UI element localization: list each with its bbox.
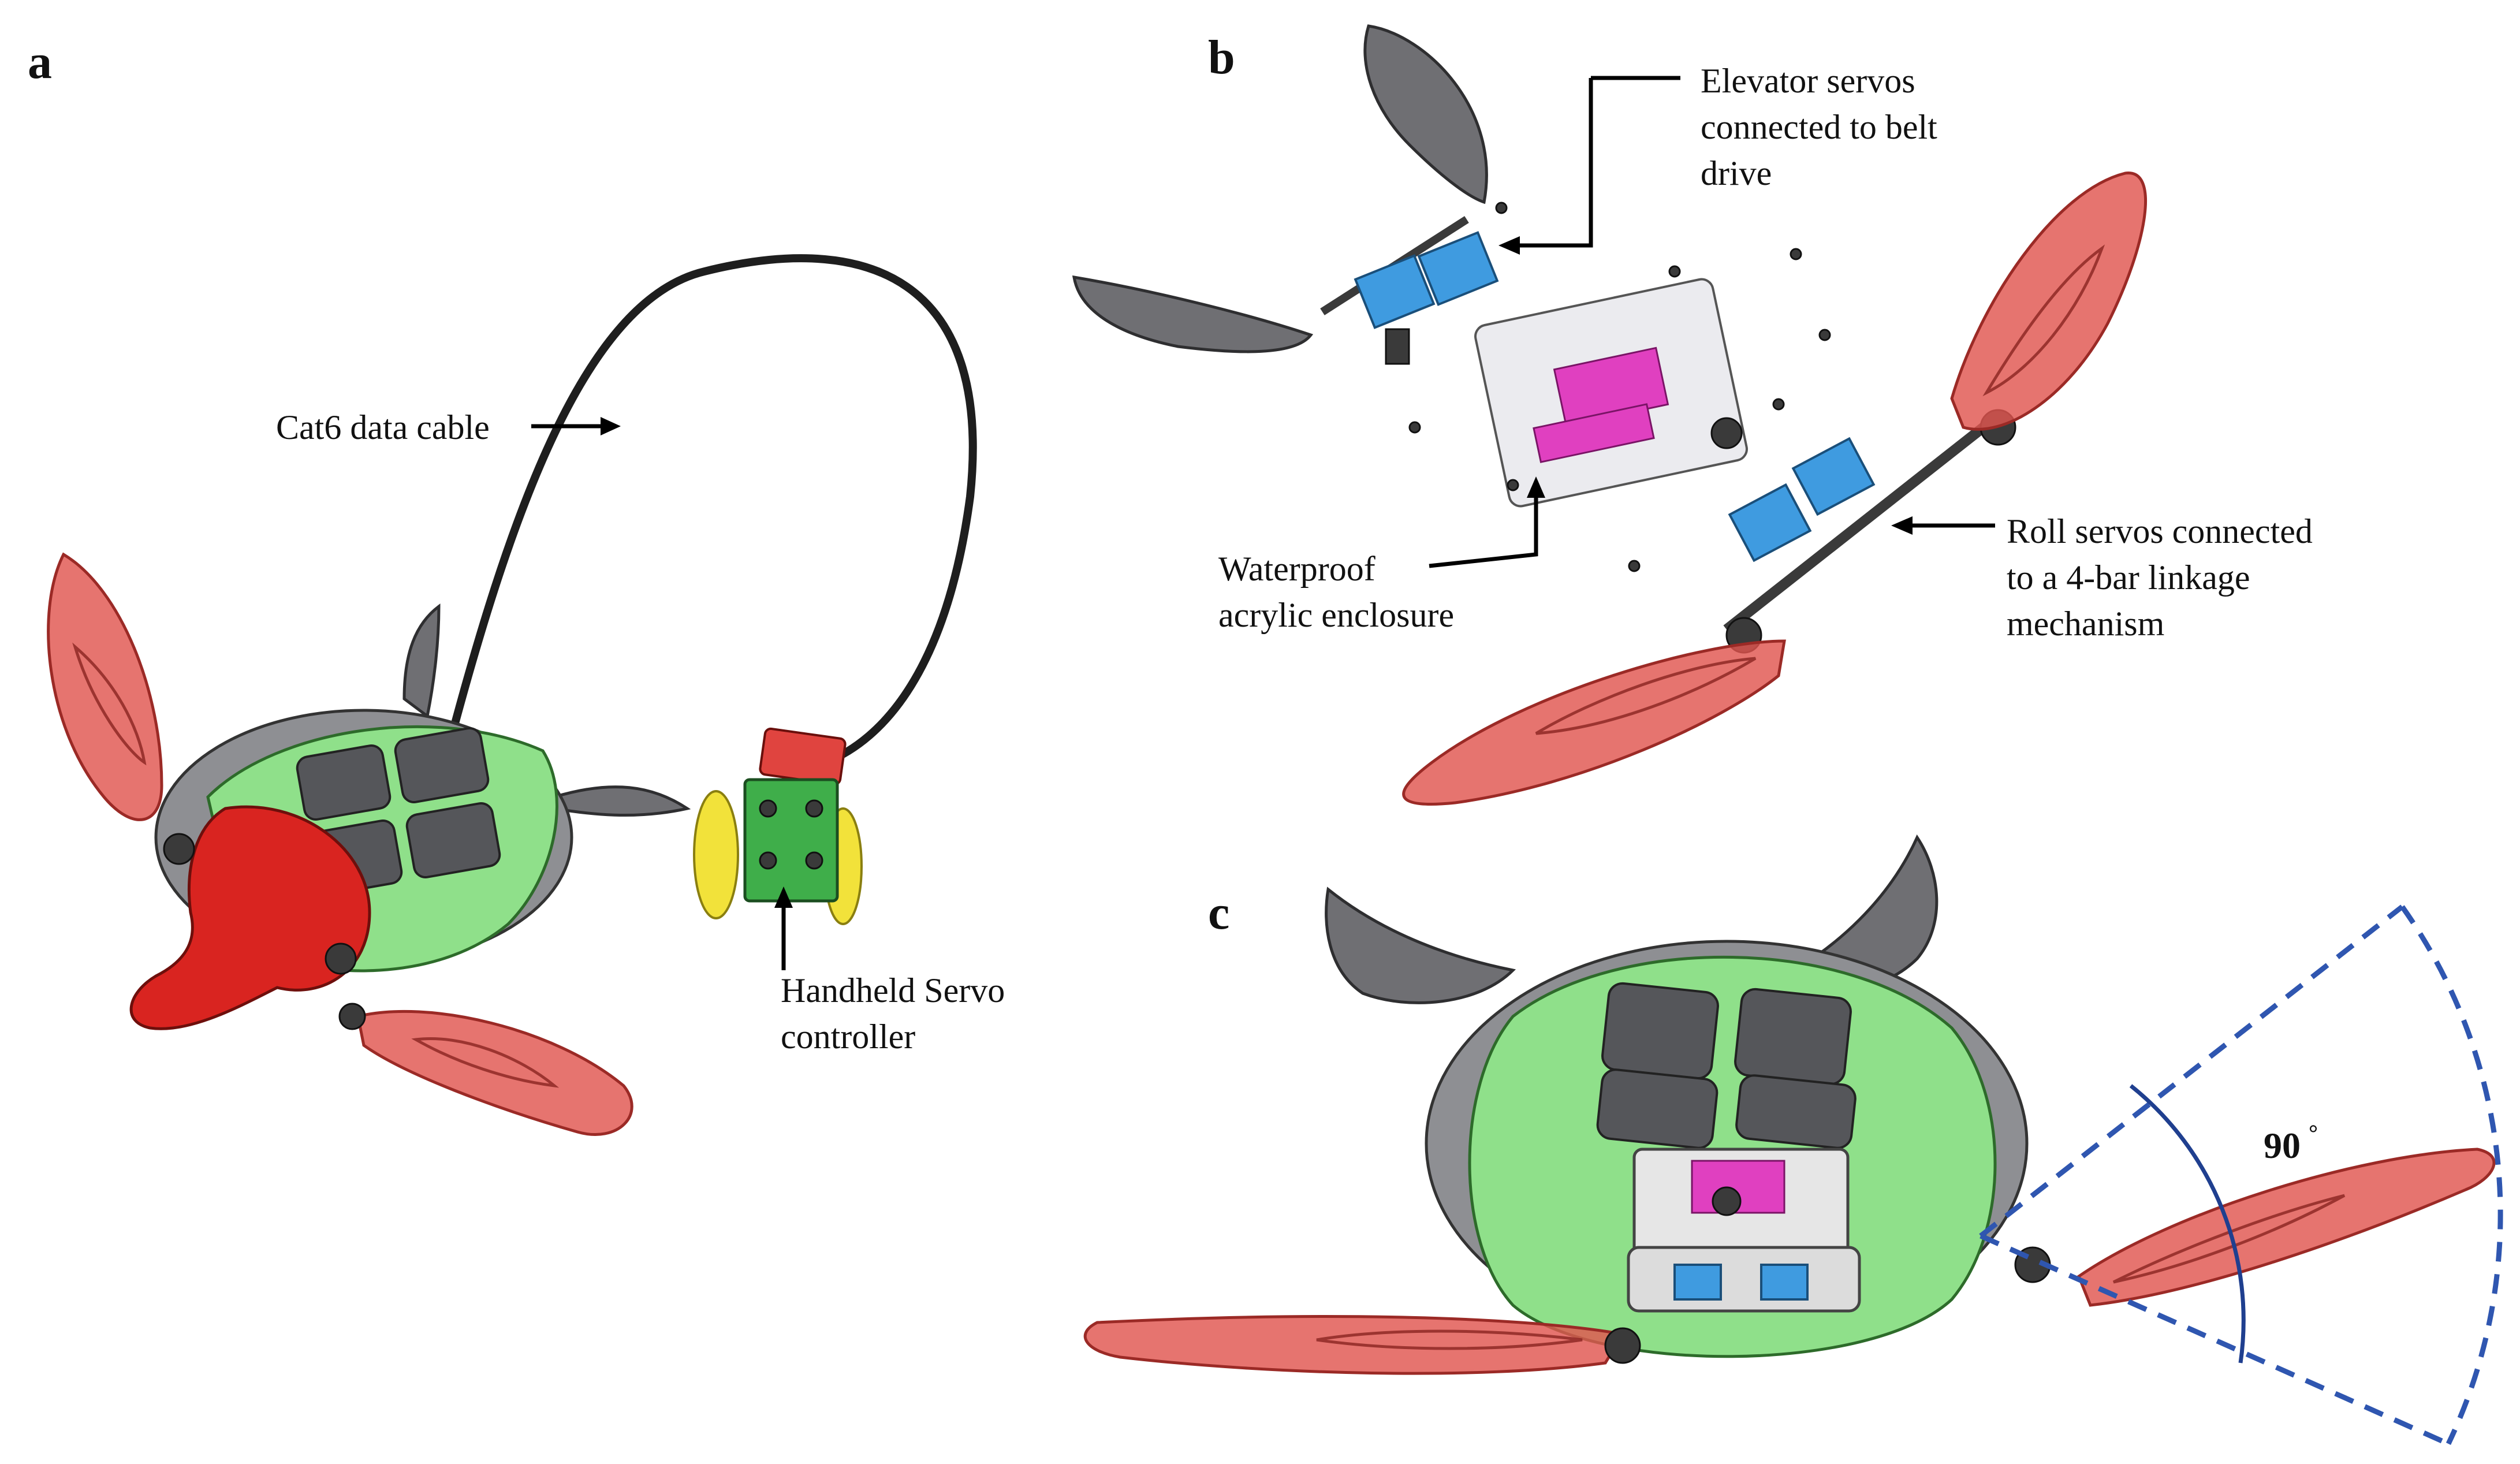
controller-label-line-1: Handheld Servo: [781, 971, 1005, 1009]
shell-panel: [1735, 1074, 1857, 1149]
screw: [1668, 265, 1681, 278]
angle-unit: °: [2309, 1120, 2318, 1146]
enclosure-leader-line: [1429, 491, 1538, 568]
panel-c-letter: c: [1208, 886, 1229, 940]
elevator-label-line-1: Elevator servos: [1701, 62, 1915, 100]
elevator-label-line-3: drive: [1701, 154, 1772, 192]
rear-fin-right: [553, 785, 691, 817]
screw: [1628, 560, 1641, 572]
screw: [1790, 248, 1802, 260]
arrow-head: [774, 886, 793, 908]
controller-grip-left: [693, 790, 739, 919]
arrow-head: [1498, 236, 1520, 255]
cable-gland: [1712, 1186, 1742, 1216]
servo-bracket: [1385, 328, 1410, 365]
elevator-fin-upper: [1363, 24, 1488, 204]
screw: [1772, 398, 1785, 411]
roll-servo: [1673, 1264, 1722, 1301]
servo-joint: [338, 1003, 366, 1030]
shell-panel: [296, 744, 392, 821]
elevator-leader-line: [1513, 78, 1593, 248]
enclosure-label-line-1: Waterproof: [1218, 550, 1375, 588]
panel-b-letter: b: [1208, 31, 1235, 84]
shell-panel: [1596, 1068, 1718, 1149]
panel-a: a: [28, 35, 1005, 1136]
panel-b: b El: [1072, 24, 2313, 806]
shell-panel: [1734, 988, 1852, 1086]
controller-body: [743, 778, 839, 903]
rear-fin-left: [1325, 886, 1516, 1004]
sweep-ray-upper: [1979, 904, 2404, 1238]
cable-label: Cat6 data cable: [276, 408, 490, 446]
sweep-ray-lower: [1980, 1233, 2450, 1447]
panel-c: c 90 °: [1083, 834, 2503, 1447]
screw: [1495, 202, 1508, 214]
enclosure-label-line-2: acrylic enclosure: [1218, 596, 1454, 634]
flipper-rib: [1316, 1329, 1583, 1350]
servo-joint: [163, 833, 195, 865]
screw: [1507, 479, 1519, 491]
flipper-rib: [411, 1037, 560, 1088]
front-right-flipper: [2077, 1148, 2496, 1307]
cable-gland: [1710, 417, 1743, 449]
controller-knob: [759, 799, 777, 818]
controller-knob: [759, 851, 777, 870]
arrow-head: [1891, 516, 1913, 535]
angle-arc: [2129, 1084, 2246, 1364]
flipper-rib: [1982, 244, 2105, 397]
controller-top-board: [759, 727, 847, 786]
servo-joint: [1604, 1327, 1641, 1364]
roll-label-line-2: to a 4-bar linkage: [2007, 558, 2250, 597]
roll-servo: [1760, 1264, 1809, 1301]
shell-panel: [394, 727, 490, 804]
screw: [1818, 329, 1831, 341]
screw: [1408, 421, 1421, 434]
controller-knob: [805, 799, 823, 818]
flipper-rib: [72, 642, 147, 766]
elevator-label-line-2: connected to belt: [1701, 108, 1937, 146]
elevator-servo: [1354, 254, 1436, 329]
roll-label-line-3: mechanism: [2007, 605, 2164, 643]
flipper-rib: [1535, 657, 1757, 735]
arrow-head: [601, 417, 621, 435]
cat6-cable: [441, 254, 977, 766]
elevator-servo: [1417, 231, 1499, 306]
panel-a-letter: a: [28, 35, 52, 89]
front-left-flipper: [47, 552, 163, 821]
electronics-board: [1533, 403, 1655, 463]
arrow-head: [1527, 476, 1545, 498]
servo-mount-plate: [1627, 1246, 1861, 1313]
elevator-fin-lower: [1072, 275, 1314, 353]
roll-servo: [1791, 437, 1876, 516]
handheld-servo-controller: [693, 727, 863, 925]
servo-joint: [325, 943, 357, 975]
controller-label-line-2: controller: [781, 1018, 915, 1056]
shell-panel: [1601, 982, 1719, 1080]
flipper-rib: [2112, 1194, 2346, 1284]
turtle-head: [129, 805, 371, 1030]
rear-fin-left: [402, 603, 441, 719]
roll-flipper-lower: [1402, 639, 1786, 806]
angle-value: 90: [2264, 1125, 2301, 1166]
roll-linkage: [1723, 411, 2001, 634]
roll-servo: [1728, 483, 1812, 562]
controller-knob: [805, 851, 823, 870]
roll-label-line-1: Roll servos connected: [2007, 512, 2313, 550]
shell-panel: [405, 802, 501, 879]
